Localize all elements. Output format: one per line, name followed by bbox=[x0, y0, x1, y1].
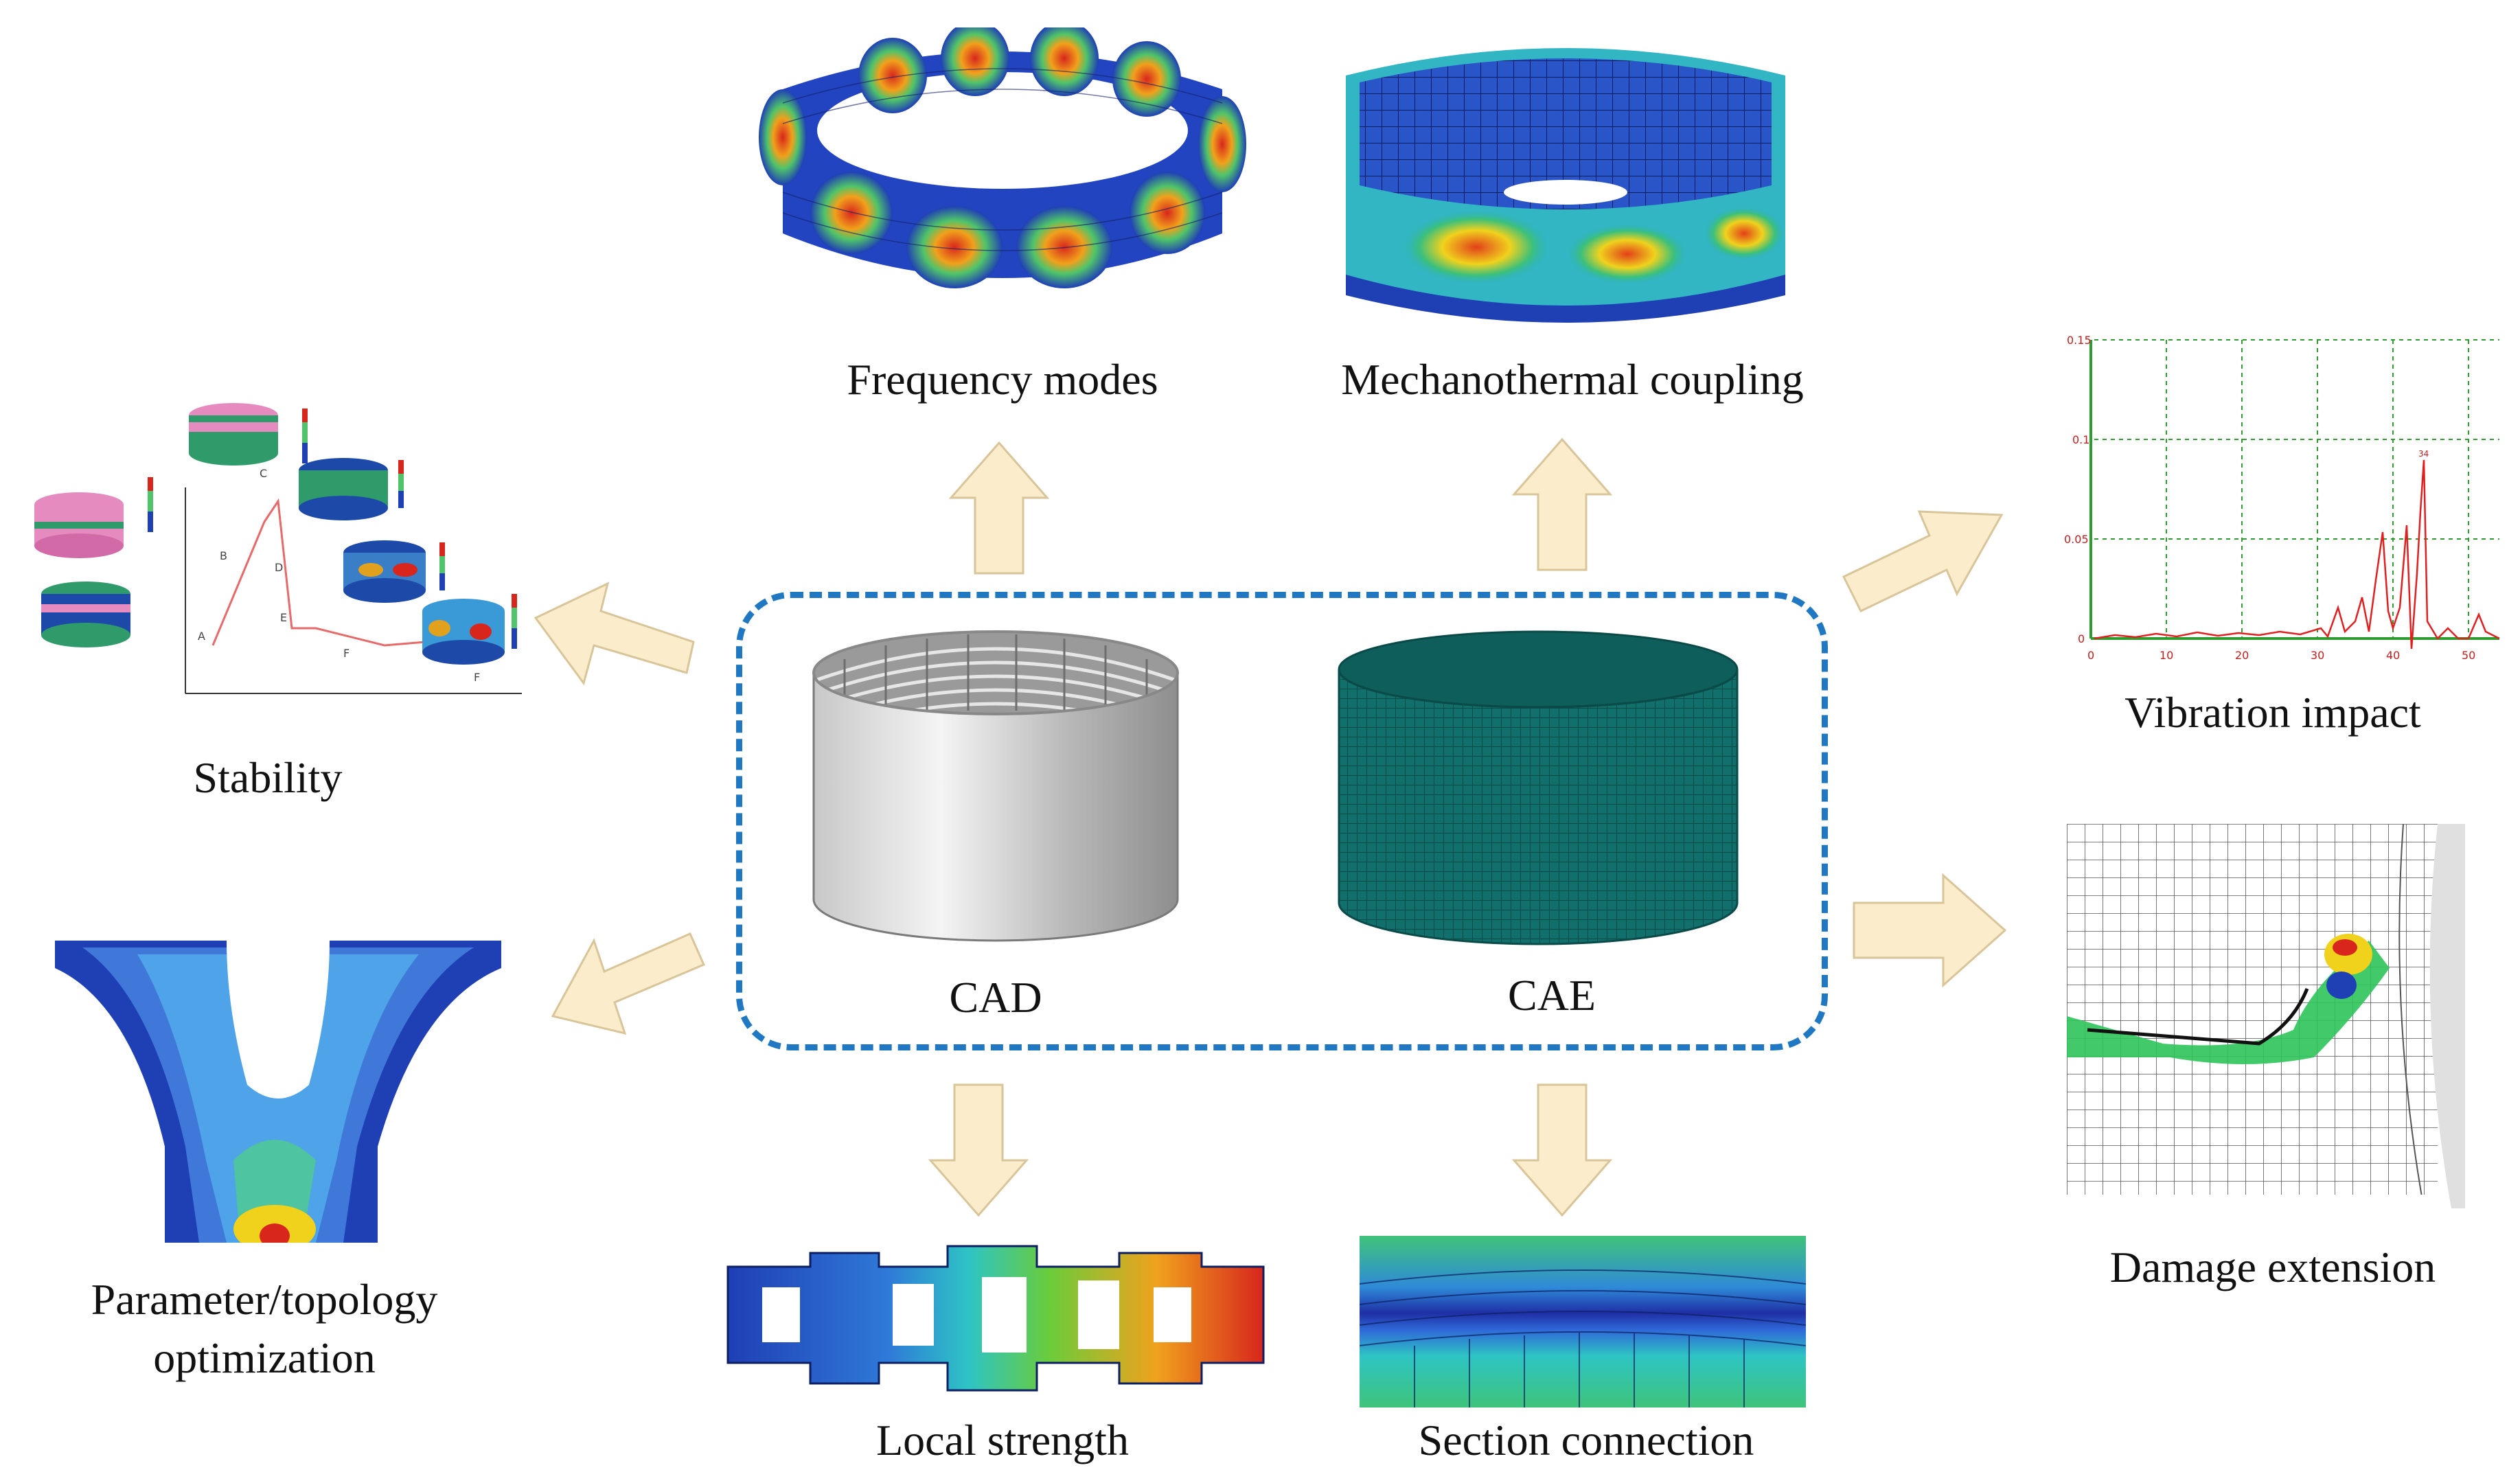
vibration-peak-label: 34 bbox=[2418, 449, 2429, 459]
vibration-y-tick-01: 0.1 bbox=[2072, 433, 2089, 446]
vibration-x-tick-20: 20 bbox=[2235, 649, 2249, 662]
stability-cylinder-d bbox=[299, 458, 388, 520]
vibration-x-tick-50: 50 bbox=[2462, 649, 2475, 662]
section-connection-image bbox=[1360, 1236, 1806, 1407]
model-group-box bbox=[736, 592, 1828, 1050]
local-strength-image bbox=[721, 1239, 1270, 1404]
stability-cylinder-e bbox=[343, 540, 426, 603]
topology-optimization-image bbox=[55, 941, 501, 1243]
stability-point-c: C bbox=[260, 467, 267, 480]
stability-image: A B C D E F F bbox=[27, 384, 529, 714]
mechanothermal-label: Mechanothermal coupling bbox=[1341, 355, 1804, 404]
arrow-up-frequency bbox=[948, 439, 1051, 577]
vibration-y-tick-005: 0.05 bbox=[2064, 533, 2089, 546]
cad-model-image bbox=[790, 618, 1202, 961]
damage-extension-image bbox=[2067, 824, 2465, 1208]
vibration-chart: 0.15 0.1 0.05 0 0 10 20 30 40 50 34 bbox=[2032, 326, 2506, 669]
stability-cylinder-b bbox=[34, 492, 124, 558]
local-strength-label: Local strength bbox=[876, 1416, 1129, 1464]
stability-cylinder-a bbox=[41, 582, 130, 647]
frequency-modes-label: Frequency modes bbox=[847, 355, 1158, 404]
cad-label: CAD bbox=[949, 973, 1042, 1022]
vibration-x-tick-10: 10 bbox=[2160, 649, 2173, 662]
cae-mesh-image bbox=[1318, 621, 1758, 965]
stability-label: Stability bbox=[193, 753, 343, 802]
vibration-label: Vibration impact bbox=[2124, 688, 2421, 737]
arrow-down-section-connection bbox=[1511, 1081, 1614, 1219]
stability-point-b: B bbox=[220, 549, 227, 562]
vibration-x-tick-40: 40 bbox=[2386, 649, 2400, 662]
arrow-down-local-strength bbox=[927, 1081, 1030, 1219]
stability-point-f: F bbox=[343, 647, 350, 660]
damage-extension-label: Damage extension bbox=[2109, 1243, 2436, 1291]
section-connection-label: Section connection bbox=[1418, 1416, 1754, 1464]
stability-cylinder-c bbox=[189, 403, 278, 465]
optimization-label-line2: optimization bbox=[153, 1333, 376, 1382]
optimization-label-line1: Parameter/topology bbox=[91, 1275, 438, 1324]
stability-point-f2: F bbox=[474, 671, 480, 684]
frequency-modes-image bbox=[755, 27, 1250, 323]
mechanothermal-image bbox=[1332, 27, 1799, 336]
vibration-y-tick-015: 0.15 bbox=[2067, 334, 2092, 347]
stability-point-a: A bbox=[198, 630, 205, 643]
arrow-right-damage bbox=[1851, 872, 2008, 989]
vibration-y-tick-0: 0 bbox=[2078, 632, 2085, 645]
arrow-up-mechanothermal bbox=[1511, 436, 1614, 573]
stability-cylinder-f bbox=[422, 599, 505, 665]
stability-point-d: D bbox=[275, 561, 283, 574]
arrow-right-vibration bbox=[1840, 498, 2005, 621]
stability-point-e: E bbox=[280, 611, 287, 624]
cae-label: CAE bbox=[1508, 971, 1596, 1020]
arrow-left-stability bbox=[532, 580, 697, 697]
vibration-x-tick-0: 0 bbox=[2087, 649, 2094, 662]
vibration-x-tick-30: 30 bbox=[2311, 649, 2324, 662]
arrow-left-optimization bbox=[549, 927, 707, 1044]
